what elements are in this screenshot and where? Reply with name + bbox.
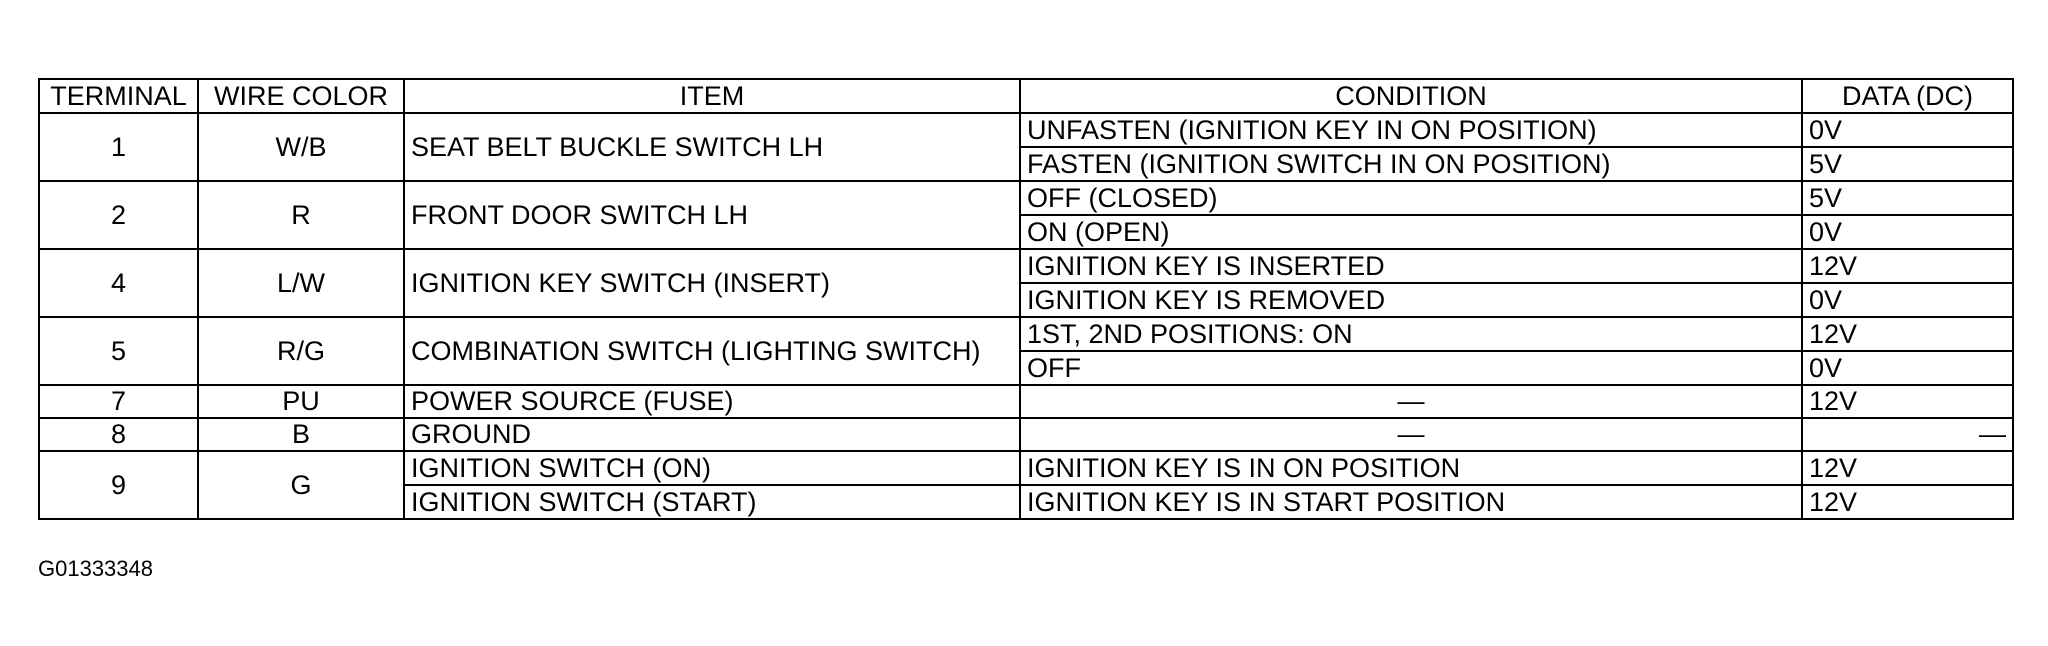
table-row: 5 R/G COMBINATION SWITCH (LIGHTING SWITC… xyxy=(38,316,2014,386)
terminal-cell: 2 xyxy=(38,180,199,250)
table-row: OFF 0V xyxy=(39,350,2014,386)
terminal-cell: 5 xyxy=(38,316,199,386)
terminal-cell: 4 xyxy=(38,248,199,318)
terminal-data-table: TERMINAL WIRE COLOR ITEM CONDITION DATA … xyxy=(38,78,2014,520)
table-row: FASTEN (IGNITION SWITCH IN ON POSITION) … xyxy=(39,146,2014,182)
header-condition: CONDITION xyxy=(1019,78,1803,114)
condition-cell: — xyxy=(1019,417,1803,452)
data-cell: 0V xyxy=(1801,214,2014,250)
item-cell: IGNITION KEY SWITCH (INSERT) xyxy=(403,248,1021,318)
table-row: IGNITION SWITCH (START) IGNITION KEY IS … xyxy=(39,484,2014,520)
data-cell: 0V xyxy=(1801,282,2014,318)
data-cell: 12V xyxy=(1801,384,2014,419)
condition-cell: FASTEN (IGNITION SWITCH IN ON POSITION) xyxy=(1019,146,1803,182)
condition-cell: IGNITION KEY IS IN START POSITION xyxy=(1019,484,1803,520)
item-cell: IGNITION SWITCH (START) xyxy=(403,484,1021,520)
table-row: 1 W/B SEAT BELT BUCKLE SWITCH LH UNFASTE… xyxy=(38,112,2014,182)
item-cell: SEAT BELT BUCKLE SWITCH LH xyxy=(403,112,1021,182)
data-cell: 0V xyxy=(1801,350,2014,386)
data-cell: — xyxy=(1801,417,2014,452)
wire-color-cell: B xyxy=(197,417,405,452)
header-data-dc: DATA (DC) xyxy=(1801,78,2014,114)
table-row: ON (OPEN) 0V xyxy=(39,214,2014,250)
wire-color-cell: W/B xyxy=(197,112,405,182)
table-row: 9 G IGNITION SWITCH (ON) IGNITION KEY IS… xyxy=(38,450,2014,520)
item-cell: FRONT DOOR SWITCH LH xyxy=(403,180,1021,250)
data-cell: 5V xyxy=(1801,146,2014,182)
data-cell: 12V xyxy=(1801,484,2014,520)
header-terminal: TERMINAL xyxy=(38,78,199,114)
table-row: 2 R FRONT DOOR SWITCH LH OFF (CLOSED) 5V xyxy=(38,180,2014,250)
condition-cell: OFF xyxy=(1019,350,1803,386)
wire-color-cell: G xyxy=(197,450,405,520)
data-cell: 12V xyxy=(1801,248,2014,284)
data-cell: 12V xyxy=(1801,316,2014,352)
condition-cell: IGNITION KEY IS IN ON POSITION xyxy=(1019,450,1803,486)
header-item: ITEM xyxy=(403,78,1021,114)
terminal-cell: 8 xyxy=(38,417,199,452)
item-cell: COMBINATION SWITCH (LIGHTING SWITCH) xyxy=(403,316,1021,386)
wire-color-cell: R/G xyxy=(197,316,405,386)
table-row: IGNITION KEY IS REMOVED 0V xyxy=(39,282,2014,318)
item-cell: IGNITION SWITCH (ON) xyxy=(403,450,1021,486)
table-row: 7 PU POWER SOURCE (FUSE) — 12V xyxy=(38,384,2014,419)
condition-cell: IGNITION KEY IS REMOVED xyxy=(1019,282,1803,318)
table-header-row: TERMINAL WIRE COLOR ITEM CONDITION DATA … xyxy=(38,78,2014,114)
wire-color-cell: R xyxy=(197,180,405,250)
terminal-cell: 7 xyxy=(38,384,199,419)
table-row: 8 B GROUND — — xyxy=(38,417,2014,452)
condition-cell: UNFASTEN (IGNITION KEY IN ON POSITION) xyxy=(1019,112,1803,148)
table-row: 4 L/W IGNITION KEY SWITCH (INSERT) IGNIT… xyxy=(38,248,2014,318)
data-cell: 5V xyxy=(1801,180,2014,216)
data-cell: 12V xyxy=(1801,450,2014,486)
condition-cell: 1ST, 2ND POSITIONS: ON xyxy=(1019,316,1803,352)
wire-color-cell: L/W xyxy=(197,248,405,318)
condition-cell: IGNITION KEY IS INSERTED xyxy=(1019,248,1803,284)
condition-cell: ON (OPEN) xyxy=(1019,214,1803,250)
item-cell: POWER SOURCE (FUSE) xyxy=(403,384,1021,419)
data-cell: 0V xyxy=(1801,112,2014,148)
wire-color-cell: PU xyxy=(197,384,405,419)
terminal-cell: 1 xyxy=(38,112,199,182)
terminal-cell: 9 xyxy=(38,450,199,520)
condition-cell: OFF (CLOSED) xyxy=(1019,180,1803,216)
header-wire-color: WIRE COLOR xyxy=(197,78,405,114)
figure-code: G01333348 xyxy=(38,556,153,581)
condition-cell: — xyxy=(1019,384,1803,419)
item-cell: GROUND xyxy=(403,417,1021,452)
